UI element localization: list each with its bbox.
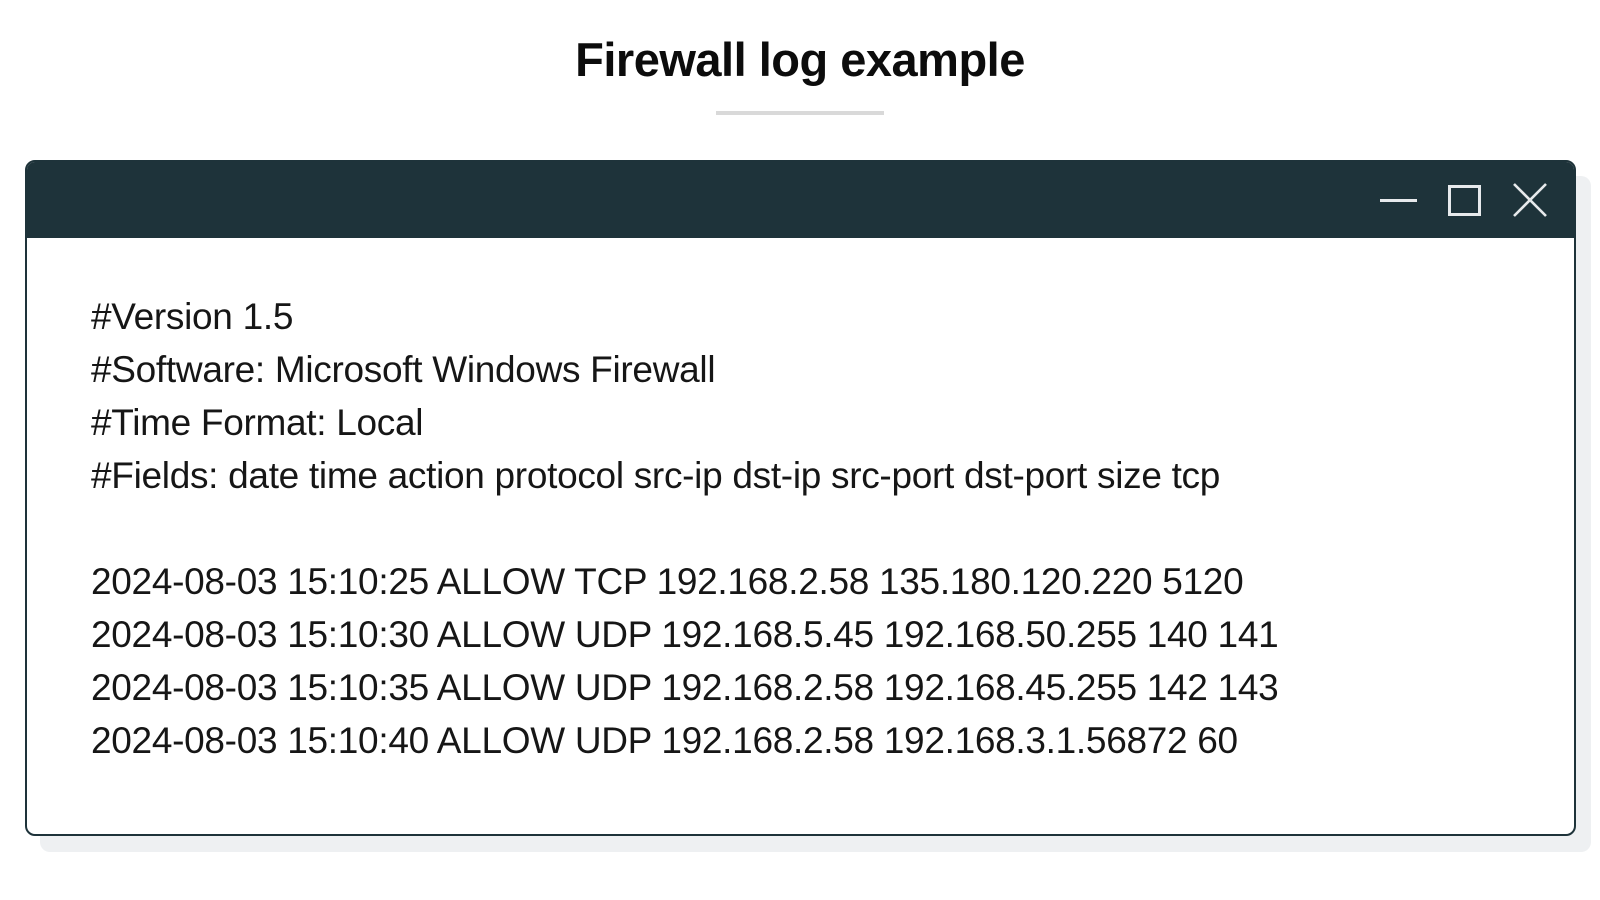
maximize-box <box>1448 184 1481 216</box>
maximize-icon[interactable] <box>1448 184 1481 216</box>
log-entry-line: 2024-08-03 15:10:35 ALLOW UDP 192.168.2.… <box>91 667 1279 708</box>
log-header-line: #Time Format: Local <box>91 402 424 443</box>
log-header-line: #Version 1.5 <box>91 296 294 337</box>
log-blank-line <box>91 502 1554 555</box>
log-header-line: #Fields: date time action protocol src-i… <box>91 455 1221 496</box>
minimize-bar <box>1380 198 1417 202</box>
page-title: Firewall log example <box>575 33 1025 86</box>
title-divider <box>716 111 884 115</box>
log-entry-line: 2024-08-03 15:10:25 ALLOW TCP 192.168.2.… <box>91 561 1244 602</box>
log-entry-line: 2024-08-03 15:10:30 ALLOW UDP 192.168.5.… <box>91 614 1279 655</box>
firewall-log-window: #Version 1.5 #Software: Microsoft Window… <box>25 160 1576 836</box>
close-x-glyph <box>1513 183 1547 217</box>
log-header-line: #Software: Microsoft Windows Firewall <box>91 349 716 390</box>
log-entry-line: 2024-08-03 15:10:40 ALLOW UDP 192.168.2.… <box>91 720 1238 761</box>
log-body: #Version 1.5 #Software: Microsoft Window… <box>27 238 1574 767</box>
close-icon[interactable] <box>1512 181 1548 219</box>
minimize-icon[interactable] <box>1380 198 1417 202</box>
window-titlebar[interactable] <box>27 162 1574 238</box>
